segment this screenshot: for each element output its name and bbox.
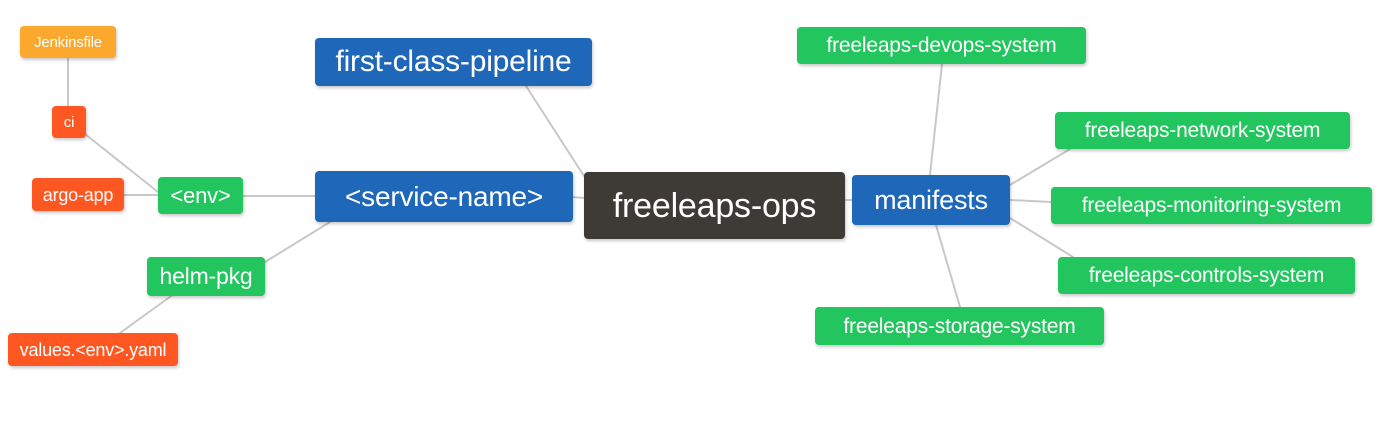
node-service-name[interactable]: <service-name>: [315, 171, 573, 222]
node-env[interactable]: <env>: [158, 177, 243, 214]
node-label: first-class-pipeline: [335, 45, 572, 78]
edge-manifests-to-storage-system: [935, 224, 961, 308]
edge-manifests-to-network-system: [1009, 148, 1071, 186]
node-ci[interactable]: ci: [52, 106, 86, 138]
node-first-class-pipeline[interactable]: first-class-pipeline: [315, 38, 592, 86]
node-controls-system[interactable]: freeleaps-controls-system: [1058, 257, 1355, 294]
node-label: freeleaps-storage-system: [843, 314, 1076, 338]
node-argo-app[interactable]: argo-app: [32, 178, 124, 211]
node-helm-pkg[interactable]: helm-pkg: [147, 257, 265, 296]
edge-freeleaps-ops-to-service-name: [572, 196, 585, 199]
node-network-system[interactable]: freeleaps-network-system: [1055, 112, 1350, 149]
edge-service-name-to-helm-pkg: [264, 221, 331, 263]
node-label: argo-app: [42, 184, 114, 205]
node-label: freeleaps-devops-system: [826, 34, 1057, 57]
node-label: freeleaps-controls-system: [1088, 264, 1325, 287]
node-label: manifests: [874, 184, 988, 215]
edge-freeleaps-ops-to-first-class-pipeline: [525, 85, 585, 177]
node-label: Jenkinsfile: [34, 33, 102, 51]
node-freeleaps-ops[interactable]: freeleaps-ops: [584, 172, 845, 239]
node-jenkinsfile[interactable]: Jenkinsfile: [20, 26, 116, 58]
node-storage-system[interactable]: freeleaps-storage-system: [815, 307, 1104, 345]
node-devops-system[interactable]: freeleaps-devops-system: [797, 27, 1086, 64]
node-label: freeleaps-network-system: [1084, 119, 1321, 142]
node-label: values.<env>.yaml: [19, 339, 167, 360]
edge-helm-pkg-to-values-yaml: [119, 290, 179, 334]
node-label: <service-name>: [345, 180, 543, 212]
node-monitoring-system[interactable]: freeleaps-monitoring-system: [1051, 187, 1372, 224]
node-label: helm-pkg: [159, 263, 253, 289]
node-manifests[interactable]: manifests: [852, 175, 1010, 225]
node-label: <env>: [170, 182, 231, 208]
edge-manifests-to-monitoring-system: [1009, 199, 1052, 203]
node-label: freeleaps-monitoring-system: [1081, 194, 1342, 217]
edge-manifests-to-devops-system: [929, 63, 943, 176]
node-values-yaml[interactable]: values.<env>.yaml: [8, 333, 178, 366]
node-label: freeleaps-ops: [612, 186, 817, 225]
node-label: ci: [63, 113, 75, 131]
